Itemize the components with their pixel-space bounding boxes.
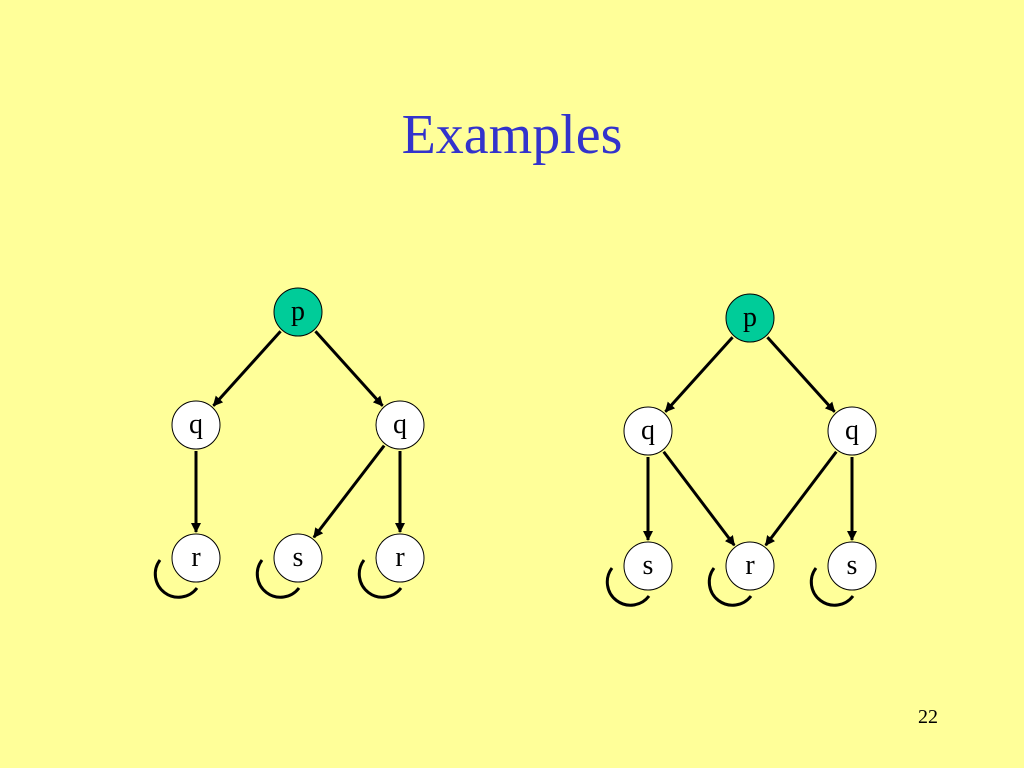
node-label-s1: s: [293, 542, 304, 573]
node-label-q2: q: [393, 409, 407, 440]
node-label-r: r: [745, 550, 755, 581]
edge-q2-r: [764, 450, 838, 547]
edge-p-q2: [314, 330, 384, 407]
node-label-q1: q: [189, 409, 203, 440]
self-loop-s2: [809, 567, 855, 607]
node-r: [725, 541, 775, 591]
node-p: [273, 287, 323, 337]
node-label-p: p: [291, 296, 305, 327]
node-s2: [827, 541, 877, 591]
node-label-q2: q: [845, 415, 859, 446]
node-label-s1: s: [643, 550, 654, 581]
edge-q1-r: [662, 450, 736, 547]
self-loop-r2: [357, 559, 403, 599]
node-label-r2: r: [395, 542, 405, 573]
node-s1: [623, 541, 673, 591]
graph-2: p q q s r s: [605, 293, 877, 607]
node-r1: [171, 533, 221, 583]
node-q1: [623, 406, 673, 456]
edge-p-q2: [766, 336, 836, 413]
node-s1: [273, 533, 323, 583]
graph-1: p q q r s r: [153, 287, 425, 599]
node-q1: [171, 400, 221, 450]
node-label-p: p: [743, 302, 757, 333]
node-r2: [375, 533, 425, 583]
edge-q2-s1: [312, 444, 386, 539]
node-q2: [827, 406, 877, 456]
edge-p-q1: [664, 336, 734, 413]
edge-p-q1: [212, 330, 282, 407]
self-loop-r1: [153, 559, 199, 599]
node-label-r1: r: [191, 542, 201, 573]
self-loop-s1: [605, 567, 651, 607]
node-label-s2: s: [847, 550, 858, 581]
node-label-q1: q: [641, 415, 655, 446]
page-number: 22: [918, 706, 938, 728]
self-loop-r: [707, 567, 753, 607]
slide-title: Examples: [401, 104, 623, 166]
self-loop-s1: [255, 559, 301, 599]
node-q2: [375, 400, 425, 450]
node-p: [725, 293, 775, 343]
